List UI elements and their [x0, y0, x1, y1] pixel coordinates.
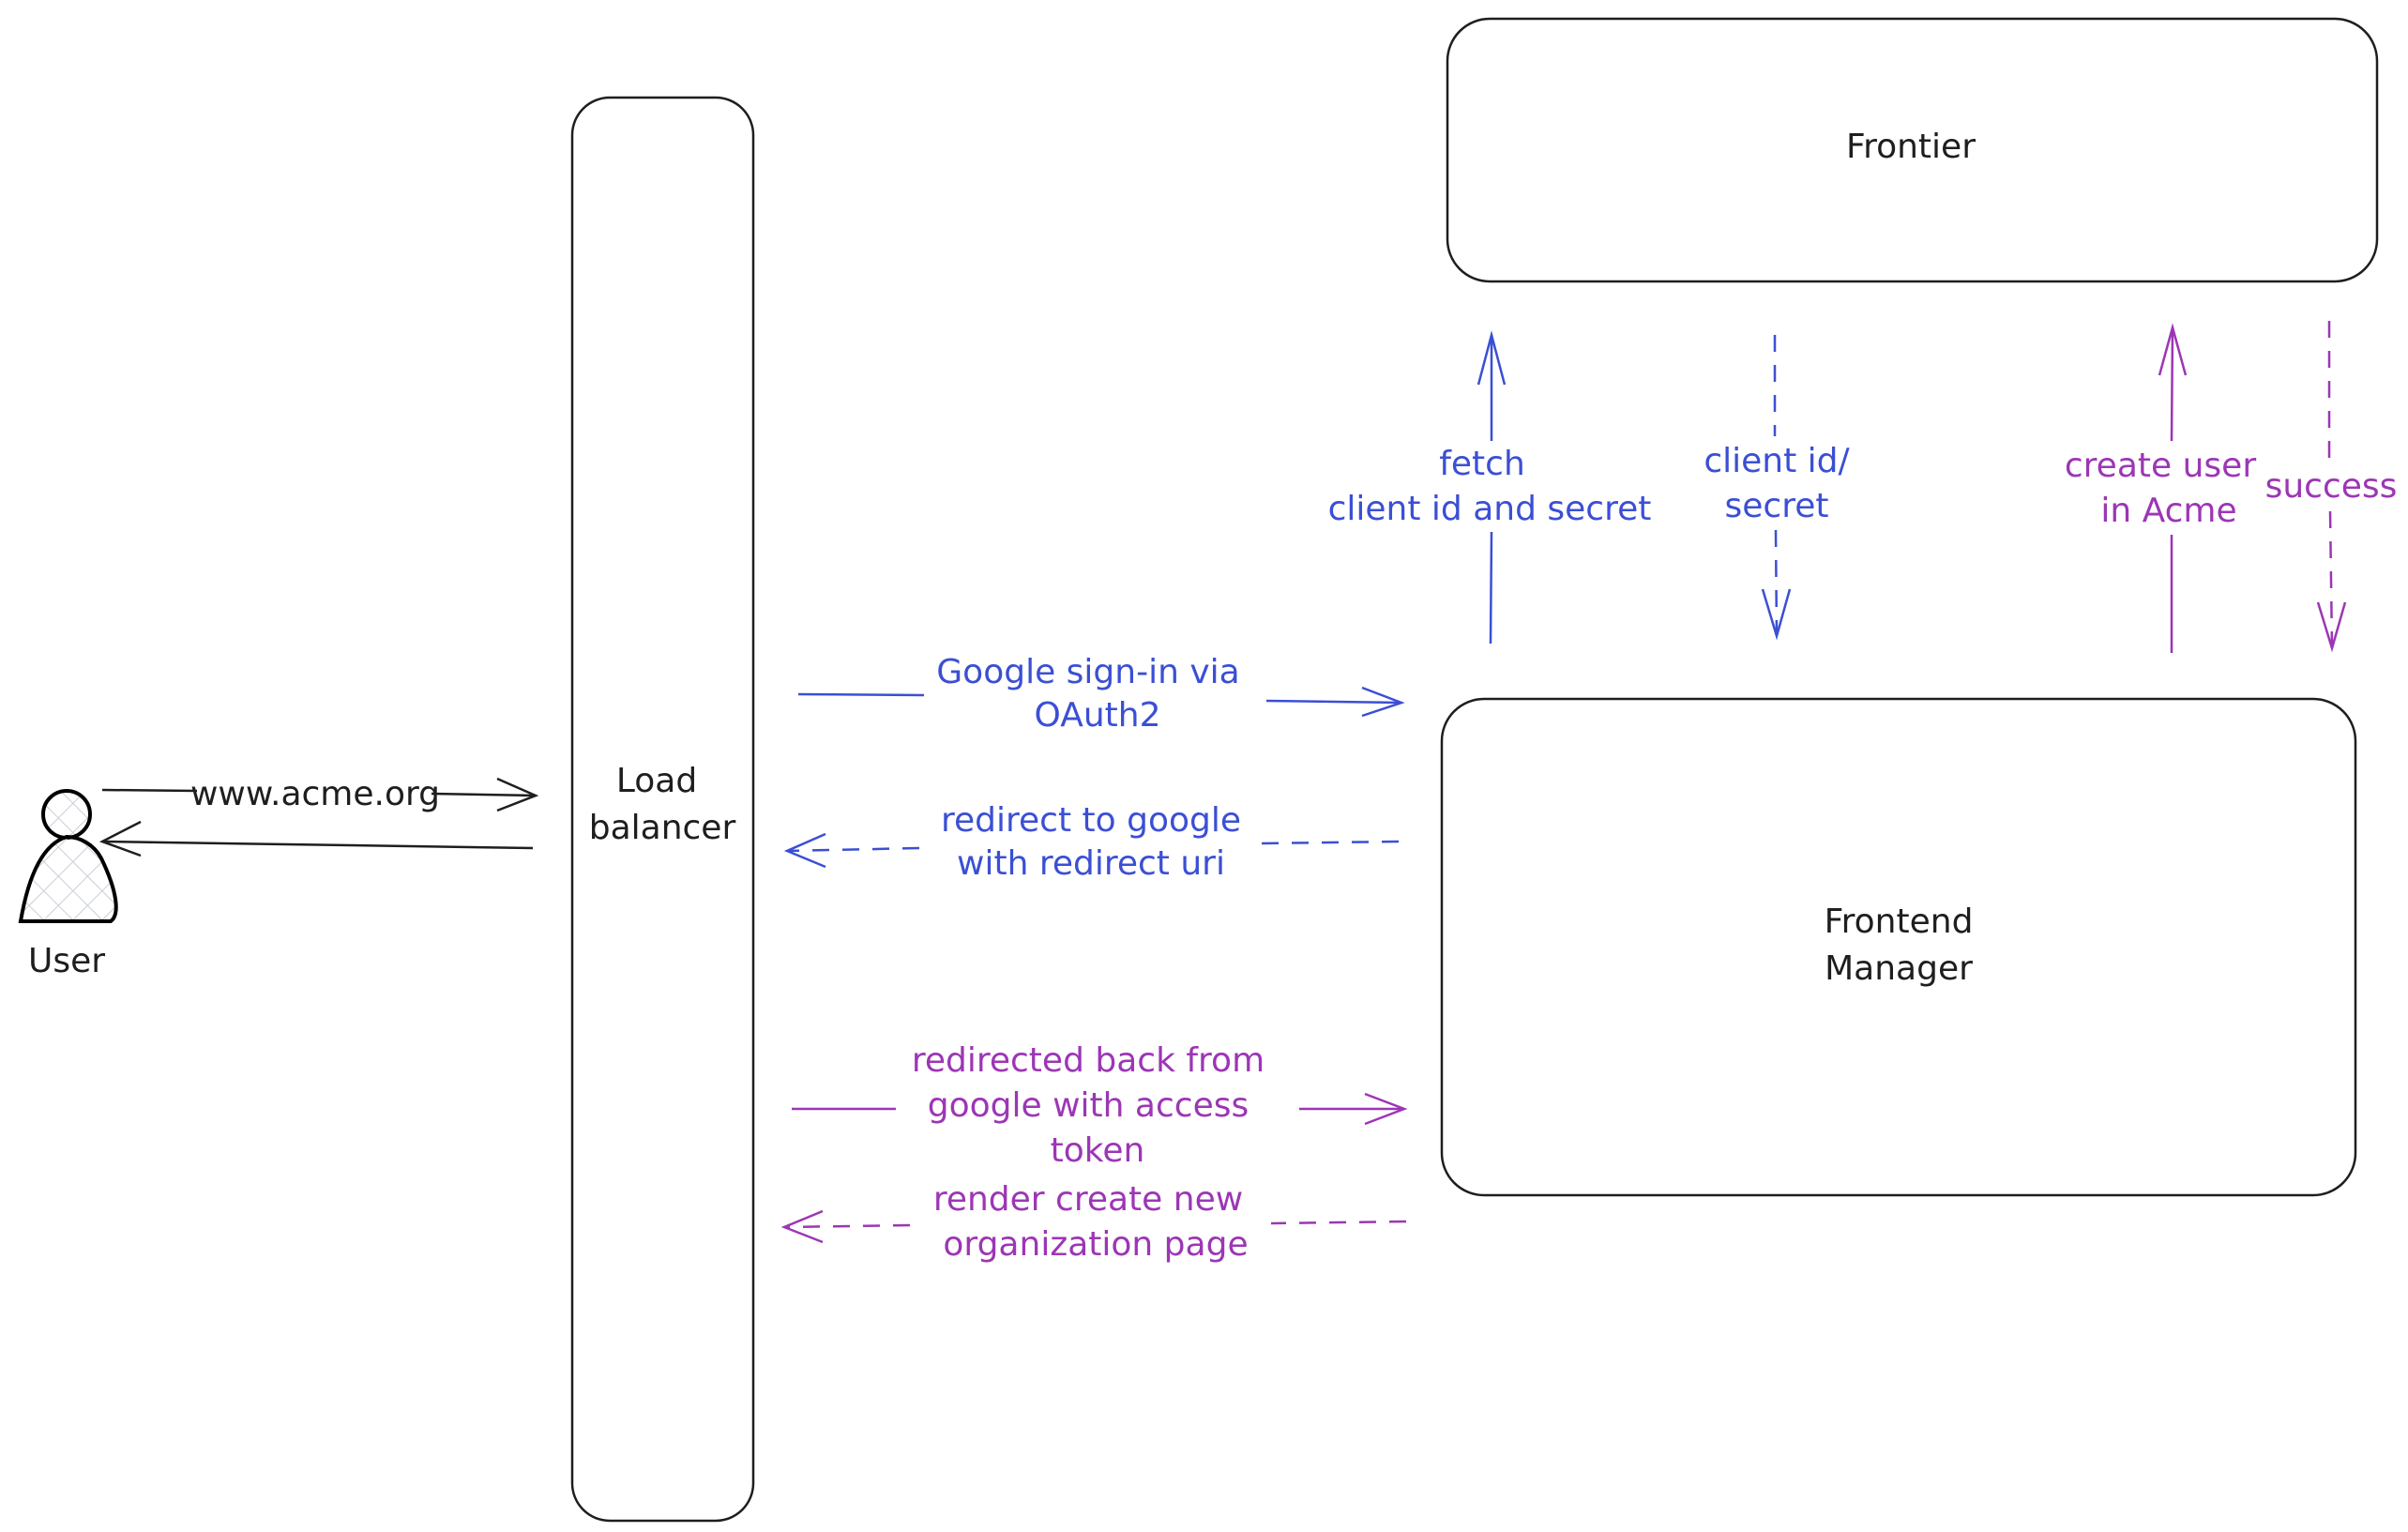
edge-user-to-load-balancer: www.acme.org	[101, 775, 539, 813]
user-actor: User	[18, 789, 118, 980]
user-label: User	[28, 942, 105, 980]
edge-label-client-secret: client id/secret	[1704, 442, 1850, 525]
edge-label-www: www.acme.org	[190, 775, 440, 813]
edge-client-secret-response: client id/secret	[1704, 335, 1851, 641]
frontier-node: Frontier	[1446, 17, 2379, 283]
edge-success: success	[2265, 321, 2398, 653]
frontier-label: Frontier	[1846, 128, 1976, 166]
edge-label-success: success	[2265, 467, 2398, 506]
edge-load-balancer-to-user	[98, 820, 534, 857]
user-icon	[18, 789, 118, 923]
